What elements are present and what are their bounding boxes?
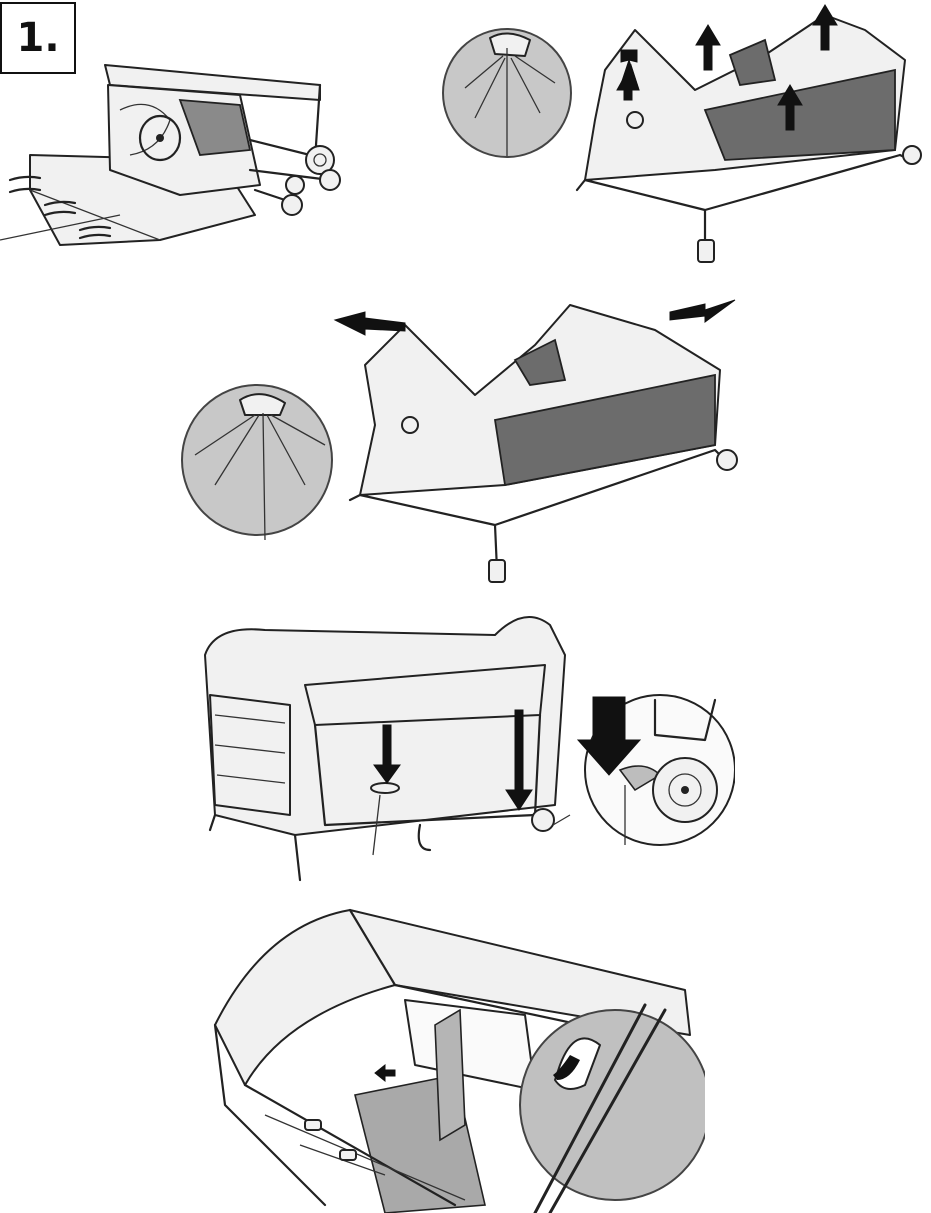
unfolding-frame-push-outward: [175, 285, 750, 590]
unfolding-frame-lift-rails: [565, 0, 930, 270]
assembled-playard-press-floor: [195, 605, 735, 890]
inner-floor-clip-detail: [205, 905, 705, 1213]
folded-playard-illustration: [0, 40, 360, 260]
zoom-detail-center-hub: [435, 18, 575, 168]
